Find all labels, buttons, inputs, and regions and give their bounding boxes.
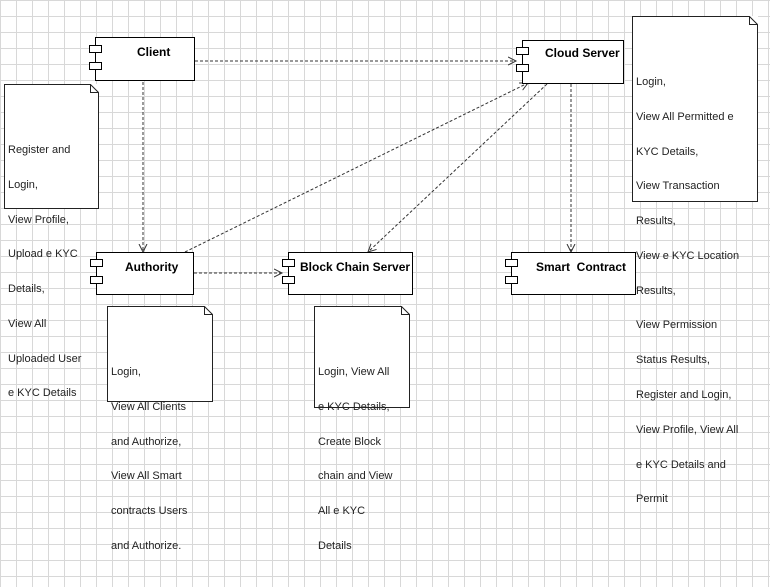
note-frame	[4, 84, 99, 209]
edge-cloud-server-to-block-chain-server	[368, 83, 548, 252]
note-line: and Authorize.	[111, 539, 182, 552]
note-line: Login,	[111, 365, 141, 378]
component-authority: Authority	[90, 252, 194, 295]
note-line: Upload e KYC	[8, 248, 78, 261]
component-label: Block Chain Server	[300, 260, 411, 274]
note-line: e KYC Details	[8, 387, 77, 400]
note-text: Login, View All Permitted e KYC Details,…	[636, 54, 754, 529]
component-icon	[90, 276, 103, 284]
note-line: View e KYC Location	[636, 249, 740, 262]
component-block-chain-server: Block Chain Server	[282, 252, 413, 295]
note-line: View Transaction	[636, 180, 720, 193]
dependency-edges	[0, 0, 770, 445]
note-line: Create Block	[318, 435, 381, 448]
note-text: Register and Login, View Profile, Upload…	[8, 122, 95, 423]
note-line: contracts Users	[111, 505, 188, 518]
note-line: All e KYC	[318, 505, 366, 518]
note-line: View All	[8, 317, 47, 330]
component-icon	[516, 64, 529, 72]
note-line: Login,	[636, 75, 666, 88]
note-line: View All Clients	[111, 400, 186, 413]
note-line: Results,	[636, 215, 676, 228]
component-cloud-server: Cloud Server	[516, 40, 624, 84]
component-icon	[89, 62, 102, 70]
note-text: Login, View All e KYC Details, Create Bl…	[318, 344, 406, 576]
note-line: View All Permitted e	[636, 110, 734, 123]
note-line: View Profile, View All	[636, 423, 739, 436]
note-line: Register and Login,	[636, 389, 732, 401]
component-label: Authority	[125, 260, 179, 274]
component-label: Smart Contract	[536, 260, 627, 274]
note-line: Details	[318, 539, 352, 552]
note-line: Login, View All	[318, 365, 390, 378]
note-frame	[107, 306, 213, 402]
note-line: Permit	[636, 493, 668, 506]
note-line: View All Smart	[111, 470, 182, 483]
note-frame	[314, 306, 410, 408]
component-icon	[516, 47, 529, 55]
component-icon	[282, 259, 295, 267]
component-icon	[505, 276, 518, 284]
component-label: Cloud Server	[545, 46, 620, 60]
component-icon	[505, 259, 518, 267]
component-client: Client	[89, 37, 195, 81]
component-icon	[90, 259, 103, 267]
note-line: Uploaded User	[8, 352, 82, 365]
note-line: KYC Details,	[636, 145, 699, 158]
note-line: e KYC Details and	[636, 458, 726, 471]
note-line: Status Results,	[636, 354, 710, 367]
note-line: and Authorize,	[111, 435, 182, 448]
note-text: Login, View All Clients and Authorize, V…	[111, 344, 209, 576]
note-line: Results,	[636, 284, 676, 297]
component-icon	[89, 45, 102, 53]
component-label: Client	[137, 45, 171, 59]
note-line: View Profile,	[8, 213, 69, 226]
note-line: e KYC Details,	[318, 400, 390, 413]
note-block-chain-server: Login, View All e KYC Details, Create Bl…	[314, 306, 410, 551]
note-line: chain and View	[318, 470, 393, 483]
component-icon	[282, 276, 295, 284]
note-line: Details,	[8, 283, 45, 296]
note-line: Register and	[8, 143, 71, 156]
note-cloud-server: Login, View All Permitted e KYC Details,…	[632, 16, 758, 505]
note-client: Register and Login, View Profile, Upload…	[4, 84, 99, 399]
component-smart-contract: Smart Contract	[505, 252, 636, 295]
note-line: Login,	[8, 178, 38, 191]
edge-authority-to-cloud-server	[184, 83, 528, 253]
note-frame	[632, 16, 758, 202]
note-authority: Login, View All Clients and Authorize, V…	[107, 306, 213, 551]
note-line: View Permission	[636, 319, 718, 332]
